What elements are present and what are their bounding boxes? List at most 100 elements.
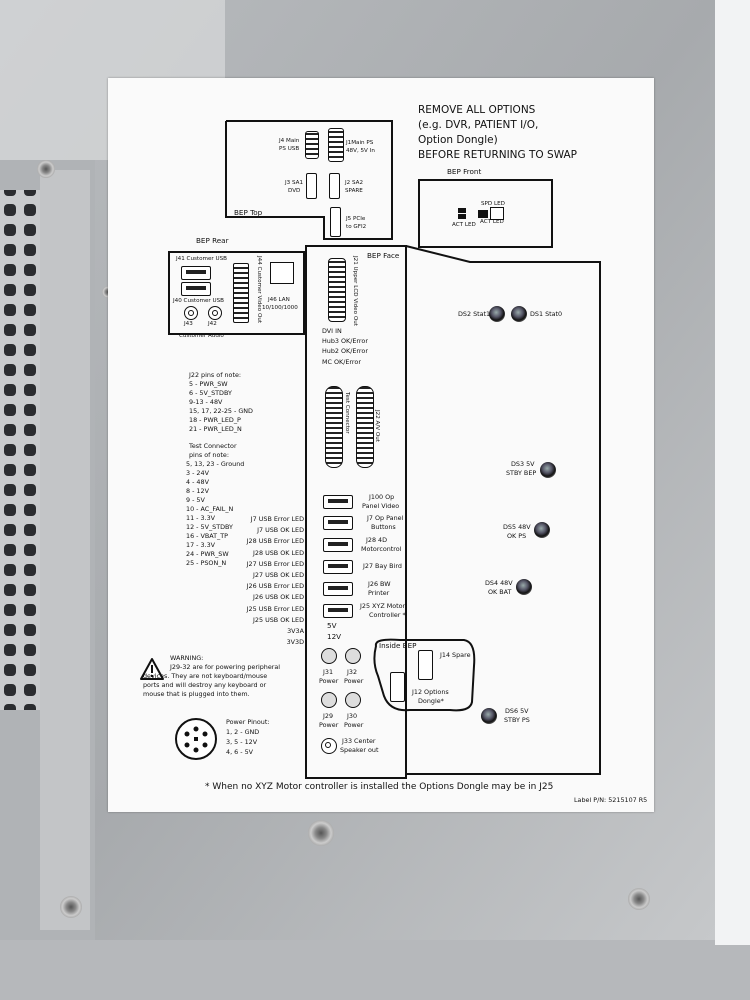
ds2-led bbox=[489, 306, 505, 322]
test-pins-title-1: Test Connector bbox=[189, 442, 237, 450]
part-number: Label P/N: 5215107 R5 bbox=[574, 796, 648, 804]
screw-bottom-right bbox=[628, 888, 650, 910]
j46-label-1: J46 LAN bbox=[268, 297, 290, 303]
power-pinout-line: 4, 6 - 5V bbox=[226, 748, 254, 756]
j30-label-1: J30 bbox=[347, 712, 358, 720]
j30-label-2: Power bbox=[344, 721, 364, 729]
j5-connector bbox=[330, 207, 341, 237]
act-led-icon-1 bbox=[458, 214, 466, 219]
j5-label-2: to GFI2 bbox=[346, 224, 367, 230]
j26-label-1: J26 BW bbox=[368, 580, 391, 588]
ds5-label-2: OK PS bbox=[507, 532, 527, 540]
led-dvi-in: DVI IN bbox=[322, 327, 342, 335]
j22-pin: 9-13 - 48V bbox=[189, 398, 223, 406]
j1-connector bbox=[328, 128, 344, 162]
rail-5v: 5V bbox=[327, 621, 337, 630]
ds5-led bbox=[534, 522, 550, 538]
j25-label-1: J25 XYZ Motor bbox=[360, 602, 406, 610]
power-pinout-icon bbox=[175, 718, 217, 760]
screw-top bbox=[37, 160, 55, 178]
j29-label-2: Power bbox=[319, 721, 339, 729]
j21-label: J21 Upper LCD Video Out bbox=[352, 256, 358, 326]
act-led-label-1: ACT LED bbox=[452, 222, 476, 228]
service-label bbox=[108, 78, 654, 812]
j4-connector bbox=[305, 131, 319, 159]
j14-label: J14 Spare bbox=[440, 651, 471, 659]
ds6-label-1: DS6 5V bbox=[505, 707, 529, 715]
j40-label: J40 Customer USB bbox=[173, 298, 224, 304]
warning-line-5: mouse that is plugged into them. bbox=[143, 690, 250, 698]
j2-connector bbox=[329, 173, 340, 199]
warning-line-1: WARNING: bbox=[170, 654, 204, 662]
j32-label-1: J32 bbox=[347, 668, 358, 676]
j4-label-1: J4 Main bbox=[279, 138, 300, 144]
j25-label-2: Controller * bbox=[369, 611, 406, 619]
header-line-3: Option Dongle) bbox=[418, 134, 498, 146]
j28-port bbox=[323, 538, 353, 552]
warning-icon bbox=[140, 658, 164, 680]
bep-front-box bbox=[418, 179, 553, 248]
customer-audio-label: Customer Audio bbox=[179, 333, 224, 339]
led-mc: MC OK/Error bbox=[322, 358, 361, 366]
j22-pin: 15, 17, 22-25 - GND bbox=[189, 407, 253, 415]
usb-led-item: J27 USB OK LED bbox=[253, 570, 304, 579]
test-connector-label: Test Connector bbox=[344, 392, 350, 434]
j2-label-1: J2 SA2 bbox=[345, 180, 364, 186]
j30-power-port bbox=[345, 692, 361, 708]
j22-label: J22 A/V Out bbox=[374, 410, 380, 443]
j22-pins-title: J22 pins of note: bbox=[189, 371, 242, 379]
j22-pin: 21 - PWR_LED_N bbox=[189, 425, 242, 433]
led-hub2: Hub2 OK/Error bbox=[322, 347, 368, 355]
ds1-label: DS1 Stat0 bbox=[530, 310, 563, 318]
ds3-led bbox=[540, 462, 556, 478]
ds6-label-2: STBY PS bbox=[504, 716, 530, 724]
rail-12v: 12V bbox=[327, 632, 342, 641]
j31-power-port bbox=[321, 648, 337, 664]
usb-led-item: J27 USB Error LED bbox=[246, 559, 304, 568]
j31-label-1: J31 bbox=[323, 668, 334, 676]
j2-label-2: SPARE bbox=[345, 188, 363, 194]
j1-label-2: 48V, 5V In bbox=[346, 148, 375, 154]
j29-label-1: J29 bbox=[323, 712, 334, 720]
j100-label-1: J100 Op bbox=[369, 493, 395, 501]
bep-rear-title: BEP Rear bbox=[196, 236, 229, 245]
led-hub3: Hub3 OK/Error bbox=[322, 337, 368, 345]
usb-led-list: J7 USB Error LED J7 USB OK LED J28 USB E… bbox=[210, 514, 304, 648]
j100-port bbox=[323, 495, 353, 509]
j44-label: J44 Customer Video Out bbox=[256, 256, 262, 324]
ds6-led bbox=[481, 708, 497, 724]
j33-label-2: Speaker out bbox=[340, 746, 379, 754]
usb-led-item: J7 USB Error LED bbox=[250, 515, 304, 523]
j12-label-2: Dongle* bbox=[418, 697, 444, 705]
test-pin: 25 - PSON_N bbox=[186, 559, 227, 567]
usb-led-item: J28 USB OK LED bbox=[253, 548, 304, 557]
j32-power-port bbox=[345, 648, 361, 664]
footnote: * When no XYZ Motor controller is instal… bbox=[205, 782, 554, 792]
j25-port bbox=[323, 604, 353, 618]
usb-led-item: J26 USB Error LED bbox=[246, 582, 304, 591]
test-pin: 4 - 48V bbox=[186, 478, 209, 486]
bep-rear-box bbox=[168, 251, 305, 335]
power-pinout-title: Power Pinout: bbox=[226, 718, 270, 726]
act-led-icon-2 bbox=[478, 210, 488, 218]
usb-led-item: 3V3A bbox=[287, 626, 304, 635]
header-line-2: (e.g. DVR, PATIENT I/O, bbox=[418, 119, 539, 131]
test-pins-title-2: pins of note: bbox=[189, 451, 229, 459]
j42-audio-jack bbox=[208, 306, 222, 320]
j7-port bbox=[323, 516, 353, 530]
j43-label: J43 bbox=[184, 321, 193, 327]
j28-label-1: J28 4D bbox=[366, 536, 388, 544]
bep-top-title: BEP Top bbox=[234, 208, 263, 217]
ds3-label-2: STBY BEP bbox=[506, 469, 537, 477]
j33-speaker-jack bbox=[321, 738, 337, 754]
j33-label-1: J33 Center bbox=[342, 737, 376, 745]
test-pin: 16 - VBAT_TP bbox=[186, 532, 228, 540]
ds3-label-1: DS3 5V bbox=[511, 460, 535, 468]
j14-usb-port bbox=[418, 650, 433, 680]
j41-label: J41 Customer USB bbox=[176, 256, 227, 262]
inside-bep-outline bbox=[373, 638, 476, 712]
j22-av-connector bbox=[356, 386, 374, 468]
test-pin: 11 - 3.3V bbox=[186, 514, 216, 522]
j21-video-connector bbox=[328, 258, 346, 322]
header-line-4: BEFORE RETURNING TO SWAP bbox=[418, 149, 578, 161]
